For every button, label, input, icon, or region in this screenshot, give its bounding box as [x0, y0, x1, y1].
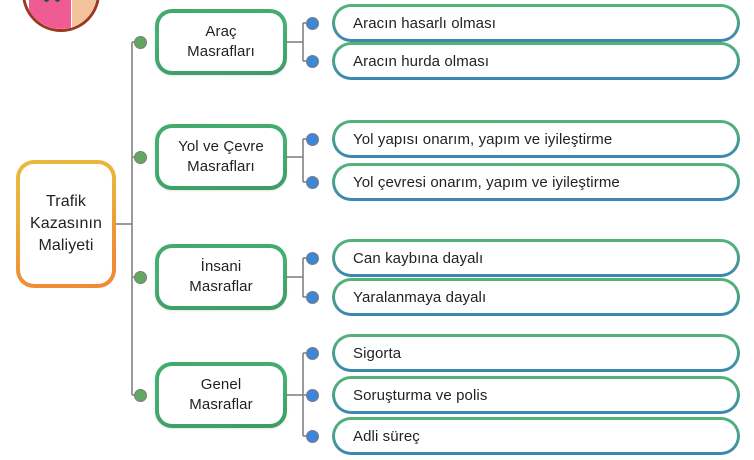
root-node-inner: Trafik Kazasının Maliyeti	[20, 164, 112, 284]
leaf-node-label: Yaralanmaya dayalı	[353, 288, 487, 306]
leaf-bullet-adli-surec[interactable]	[306, 430, 319, 443]
badge-background	[25, 0, 97, 29]
traffic-accident-illustration-icon	[22, 0, 100, 32]
root-label-line-2: Kazasının	[29, 215, 103, 233]
leaf-node-label: Aracın hasarlı olması	[353, 14, 496, 32]
leaf-node-inner: Aracın hurda olması	[335, 45, 737, 77]
branch-bullet-genel-masraflar[interactable]	[134, 389, 147, 402]
leaf-node-aracin-hasarli-olmasi[interactable]: Aracın hasarlı olması	[332, 4, 740, 42]
branch-node-label: Araç Masrafları	[187, 22, 255, 62]
leaf-bullet-yol-yapisi[interactable]	[306, 133, 319, 146]
branch-node-genel-masraflar[interactable]: Genel Masraflar	[155, 362, 287, 428]
branch-node-label: İnsani Masraflar	[189, 257, 252, 297]
leaf-bullet-aracin-hurda-olmasi[interactable]	[306, 55, 319, 68]
branch-bullet-insani-masraflar[interactable]	[134, 271, 147, 284]
leaf-node-aracin-hurda-olmasi[interactable]: Aracın hurda olması	[332, 42, 740, 80]
leaf-node-sigorta[interactable]: Sigorta	[332, 334, 740, 372]
leaf-node-inner: Can kaybına dayalı	[335, 242, 737, 274]
branch-label-line-1: Yol ve Çevre	[178, 138, 264, 156]
leaf-node-inner: Aracın hasarlı olması	[335, 7, 737, 39]
leaf-bullet-can-kaybina-dayali[interactable]	[306, 252, 319, 265]
root-node-trafik-kazasinin-maliyeti[interactable]: Trafik Kazasının Maliyeti	[16, 160, 116, 288]
leaf-bullet-yol-cevresi[interactable]	[306, 176, 319, 189]
leaf-node-label: Soruşturma ve polis	[353, 386, 488, 404]
leaf-node-label: Sigorta	[353, 344, 402, 362]
leaf-node-sorusturma-ve-polis[interactable]: Soruşturma ve polis	[332, 376, 740, 414]
branch-node-insani-masraflar[interactable]: İnsani Masraflar	[155, 244, 287, 310]
badge-pink-shape	[29, 0, 71, 29]
leaf-node-label: Adli süreç	[353, 427, 420, 445]
leaf-bullet-sigorta[interactable]	[306, 347, 319, 360]
root-label-line-1: Trafik	[45, 193, 86, 211]
leaf-node-inner: Soruşturma ve polis	[335, 379, 737, 411]
branch-node-inner: Genel Masraflar	[159, 366, 283, 424]
leaf-node-inner: Yol çevresi onarım, yapım ve iyileştirme	[335, 166, 737, 198]
leaf-node-inner: Sigorta	[335, 337, 737, 369]
badge-figure-shape	[72, 0, 97, 29]
leaf-bullet-aracin-hasarli-olmasi[interactable]	[306, 17, 319, 30]
leaf-node-label: Can kaybına dayalı	[353, 249, 484, 267]
leaf-node-label: Yol yapısı onarım, yapım ve iyileştirme	[353, 130, 613, 148]
branch-bullet-yol-ve-cevre-masraflari[interactable]	[134, 151, 147, 164]
branch-node-label: Yol ve Çevre Masrafları	[178, 137, 264, 177]
leaf-node-label: Yol çevresi onarım, yapım ve iyileştirme	[353, 173, 620, 191]
leaf-bullet-yaralanmaya-dayali[interactable]	[306, 291, 319, 304]
branch-label-line-2: Masrafları	[187, 43, 255, 60]
branch-label-line-2: Masraflar	[189, 278, 253, 295]
branch-node-label: Genel Masraflar	[189, 375, 252, 415]
branch-node-arac-masraflari[interactable]: Araç Masrafları	[155, 9, 287, 75]
branch-node-inner: Yol ve Çevre Masrafları	[159, 128, 283, 186]
branch-node-inner: Araç Masrafları	[159, 13, 283, 71]
branch-node-yol-ve-cevre-masraflari[interactable]: Yol ve Çevre Masrafları	[155, 124, 287, 190]
branch-bullet-arac-masraflari[interactable]	[134, 36, 147, 49]
leaf-node-adli-surec[interactable]: Adli süreç	[332, 417, 740, 455]
branch-label-line-1: İnsani	[200, 258, 242, 276]
leaf-node-yol-yapisi-onarim[interactable]: Yol yapısı onarım, yapım ve iyileştirme	[332, 120, 740, 158]
root-label-line-3: Maliyeti	[38, 236, 94, 254]
leaf-node-inner: Adli süreç	[335, 420, 737, 452]
leaf-bullet-sorusturma-ve-polis[interactable]	[306, 389, 319, 402]
branch-label-line-1: Genel	[200, 376, 242, 394]
leaf-node-can-kaybina-dayali[interactable]: Can kaybına dayalı	[332, 239, 740, 277]
branch-label-line-2: Masraflar	[189, 396, 253, 413]
leaf-node-inner: Yol yapısı onarım, yapım ve iyileştirme	[335, 123, 737, 155]
branch-label-line-2: Masrafları	[187, 158, 255, 175]
branch-label-line-1: Araç	[205, 23, 237, 41]
leaf-node-inner: Yaralanmaya dayalı	[335, 281, 737, 313]
root-node-label: Trafik Kazasının Maliyeti	[30, 191, 102, 256]
branch-node-inner: İnsani Masraflar	[159, 248, 283, 306]
leaf-node-label: Aracın hurda olması	[353, 52, 490, 70]
leaf-node-yol-cevresi-onarim[interactable]: Yol çevresi onarım, yapım ve iyileştirme	[332, 163, 740, 201]
leaf-node-yaralanmaya-dayali[interactable]: Yaralanmaya dayalı	[332, 278, 740, 316]
